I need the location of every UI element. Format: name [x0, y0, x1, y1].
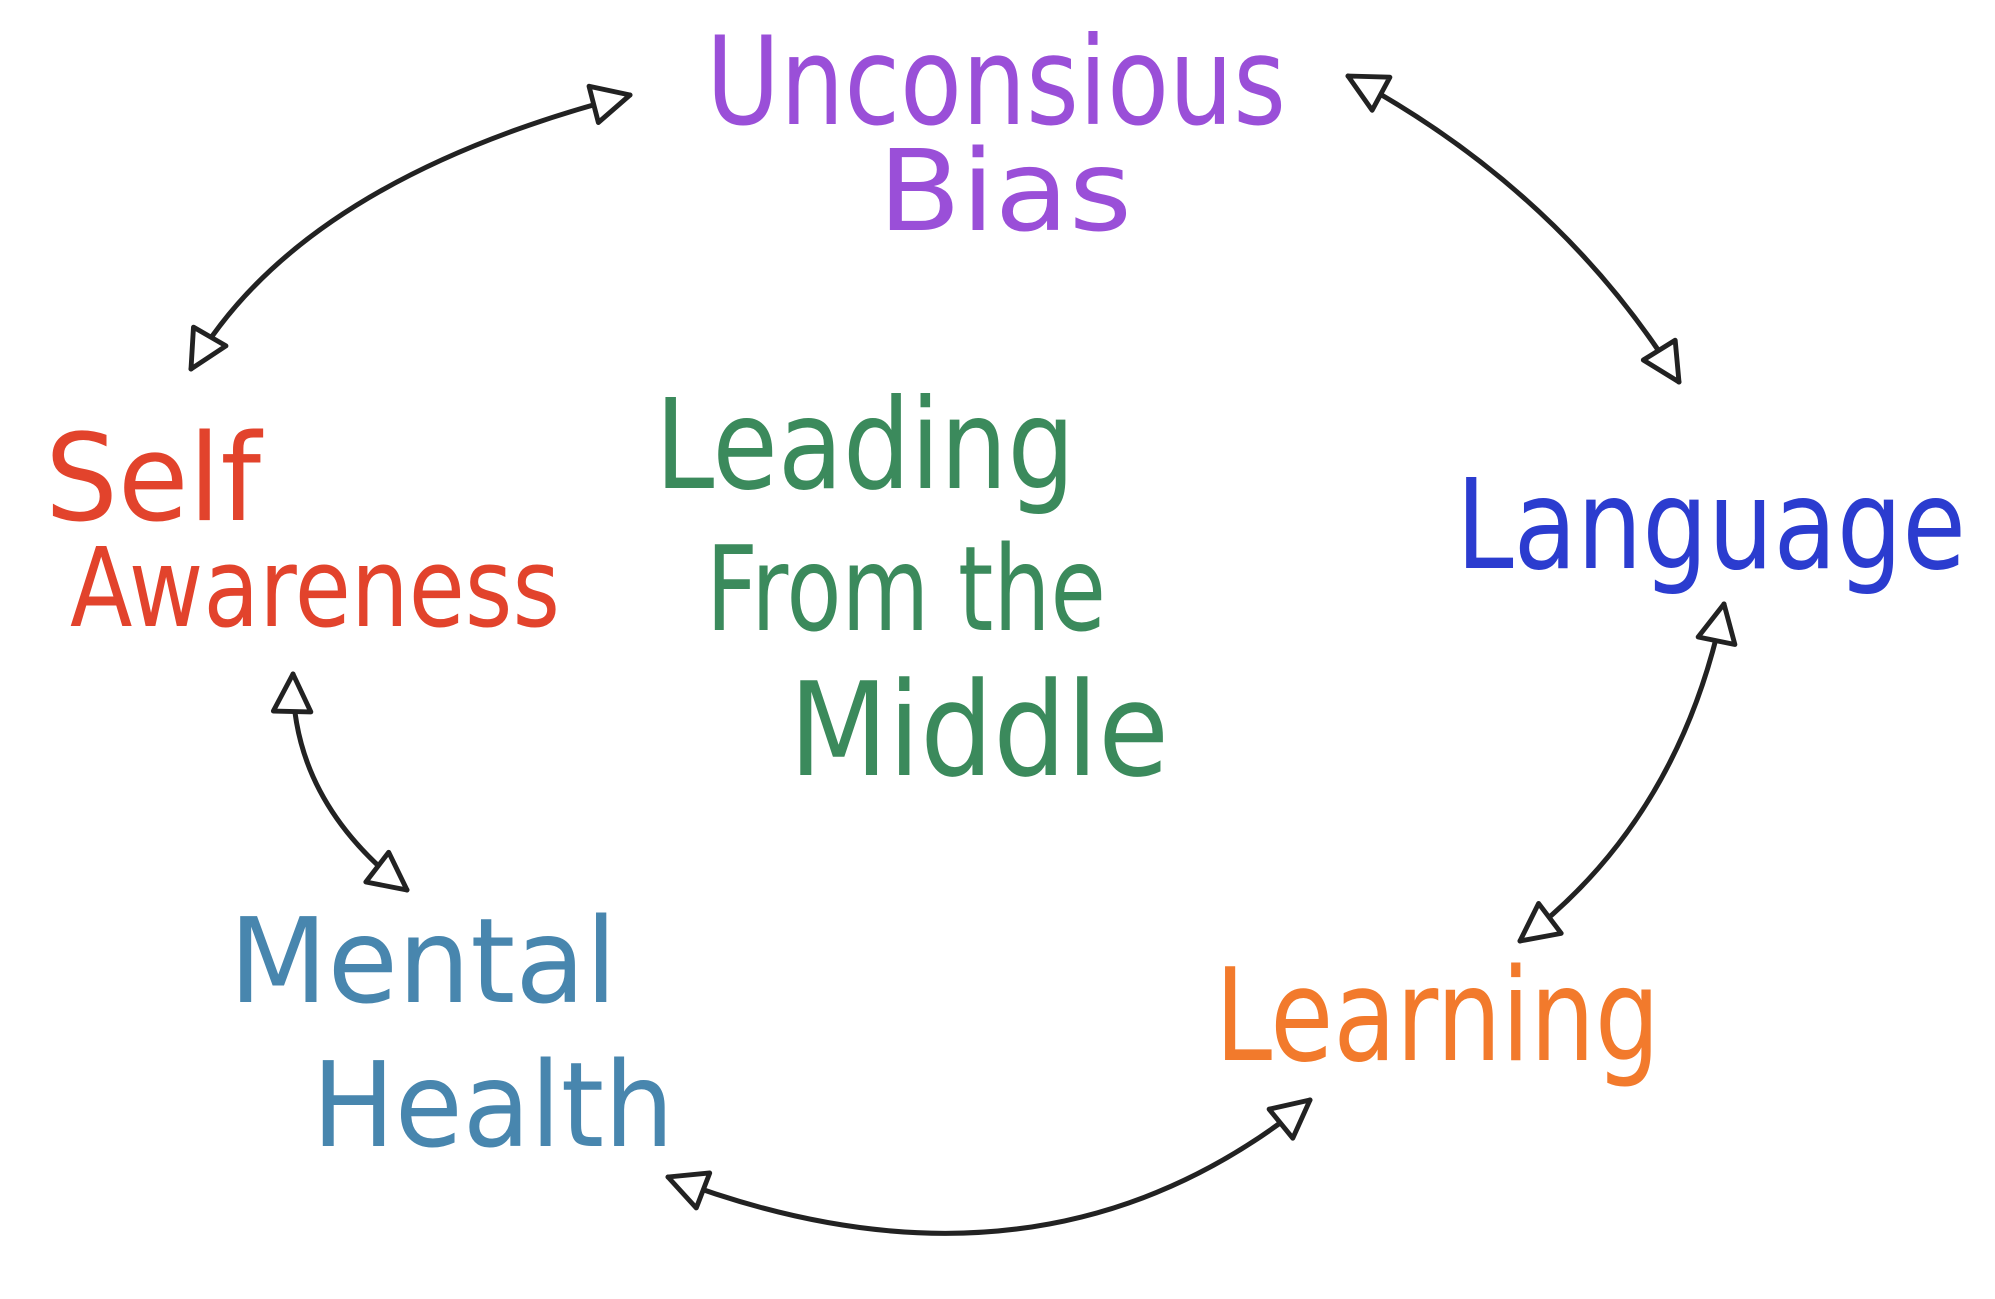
center-title-line-3: Middle [789, 654, 1169, 806]
arrow-self-awareness-unconscious-bias [188, 83, 633, 372]
node-mental-health: Mental Health [229, 892, 674, 1174]
node-language: Language [1456, 453, 1966, 598]
center-title: Leading From the Middle [655, 373, 1169, 806]
center-title-line-2: From the [706, 520, 1106, 658]
node-mental-health-line-2: Health [312, 1036, 674, 1174]
arrow-unconscious-bias-language [1345, 73, 1682, 385]
node-self-awareness: Self Awareness [45, 410, 560, 652]
arrow-learning-mental-health [665, 1097, 1313, 1236]
node-self-awareness-line-2: Awareness [70, 524, 560, 652]
arrow-language-learning [1517, 601, 1738, 944]
node-unconscious-bias-line-1: Unconsious [706, 11, 1286, 153]
arrow-mental-health-self-awareness [270, 671, 410, 893]
node-self-awareness-line-1: Self [45, 410, 264, 549]
node-language-line-1: Language [1456, 453, 1966, 598]
center-title-line-1: Leading [655, 373, 1075, 518]
node-mental-health-line-1: Mental [229, 892, 617, 1030]
node-learning: Learning [1215, 942, 1660, 1091]
node-learning-line-1: Learning [1215, 942, 1660, 1091]
node-unconscious-bias: Unconsious Bias [706, 11, 1286, 257]
node-unconscious-bias-line-2: Bias [878, 127, 1132, 257]
